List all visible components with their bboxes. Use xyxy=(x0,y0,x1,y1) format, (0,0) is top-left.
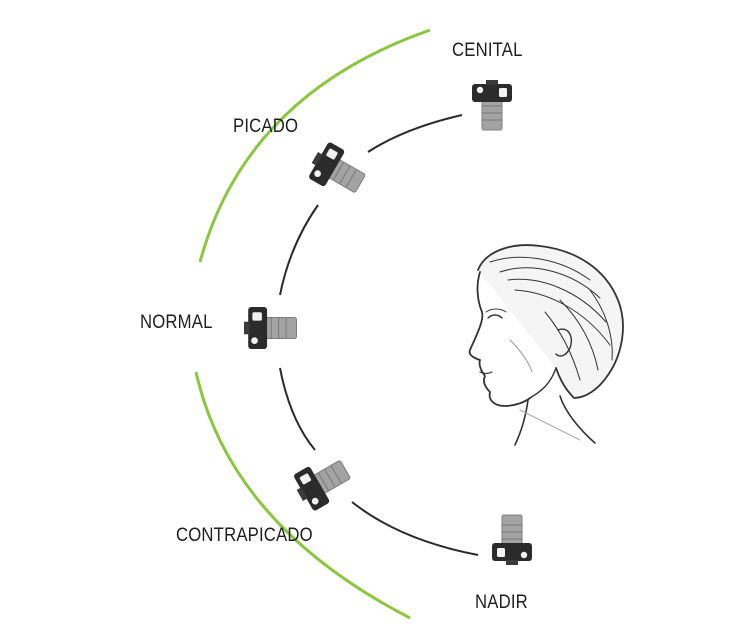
camera-icon-contrapicado xyxy=(289,451,355,514)
head-profile-icon xyxy=(470,245,623,445)
label-cenital: CENITAL xyxy=(452,40,523,62)
label-picado: PICADO xyxy=(233,116,298,138)
inner-arc-top xyxy=(368,115,462,152)
camera-icon-normal xyxy=(244,307,297,349)
camera-icon-nadir xyxy=(492,515,532,565)
label-nadir: NADIR xyxy=(475,592,528,614)
label-contrapicado: CONTRAPICADO xyxy=(176,525,313,547)
inner-arc-bottom xyxy=(352,502,478,555)
camera-icon-picado xyxy=(304,139,370,202)
label-normal: NORMAL xyxy=(140,312,213,334)
inner-arc-upper xyxy=(280,205,318,295)
camera-icon-cenital xyxy=(472,80,512,130)
inner-arc-lower xyxy=(280,368,315,450)
outer-arc-upper xyxy=(200,30,430,262)
